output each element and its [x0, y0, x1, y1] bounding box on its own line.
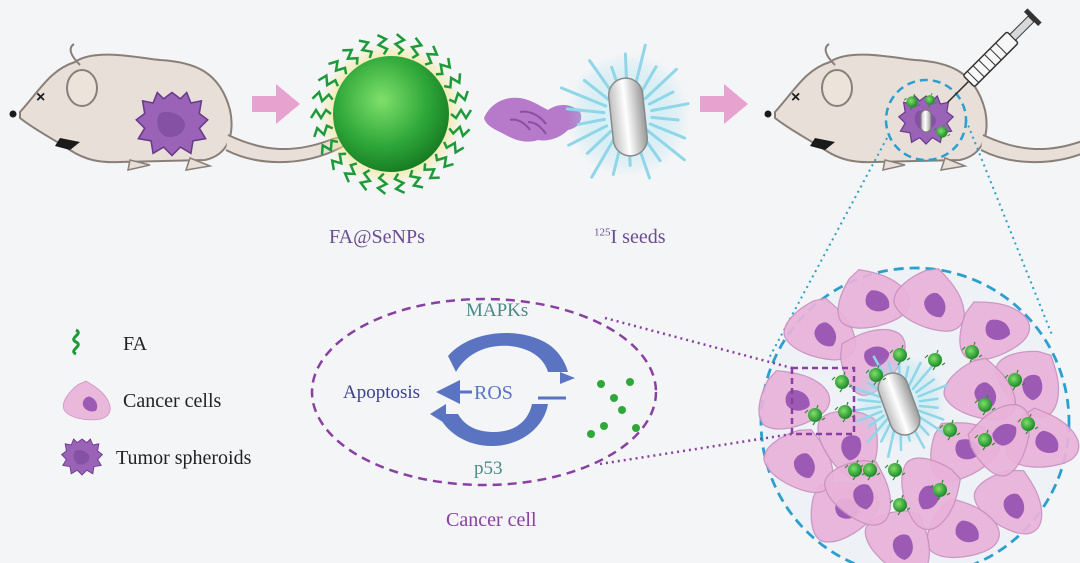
arrow-right-icon	[252, 84, 300, 124]
handshake-icon	[484, 97, 582, 142]
fa-senps-nanoparticle-icon	[309, 33, 473, 195]
cancer-cell-icon	[62, 380, 111, 421]
ros-label: ROS	[474, 382, 513, 404]
mapks-label: MAPKs	[466, 300, 529, 321]
tumor-spheroid-icon	[61, 438, 103, 476]
legend-tumor-spheroids-label: Tumor spheroids	[116, 447, 252, 469]
syringe-icon	[947, 8, 1042, 103]
p53-label: p53	[474, 458, 503, 479]
cancer-cell-ellipse	[310, 297, 658, 487]
iodine-seed-icon	[559, 43, 690, 180]
fa-squiggle-icon	[72, 328, 80, 356]
tumor-zoom-circle	[743, 256, 1080, 563]
mouse-left-icon	[8, 43, 349, 171]
cancer-cell-label: Cancer cell	[446, 509, 537, 531]
legend-fa-label: FA	[123, 333, 148, 355]
legend-cancer-cells-label: Cancer cells	[123, 390, 222, 412]
zoom-line-right	[965, 119, 1053, 336]
mouse-treated-icon	[763, 43, 1080, 171]
apoptosis-label: Apoptosis	[343, 382, 421, 403]
fa-senps-label: FA@SeNPs	[329, 226, 425, 248]
arrow-right-icon	[700, 84, 748, 124]
iodine-seeds-label: 125I seeds	[594, 226, 666, 248]
